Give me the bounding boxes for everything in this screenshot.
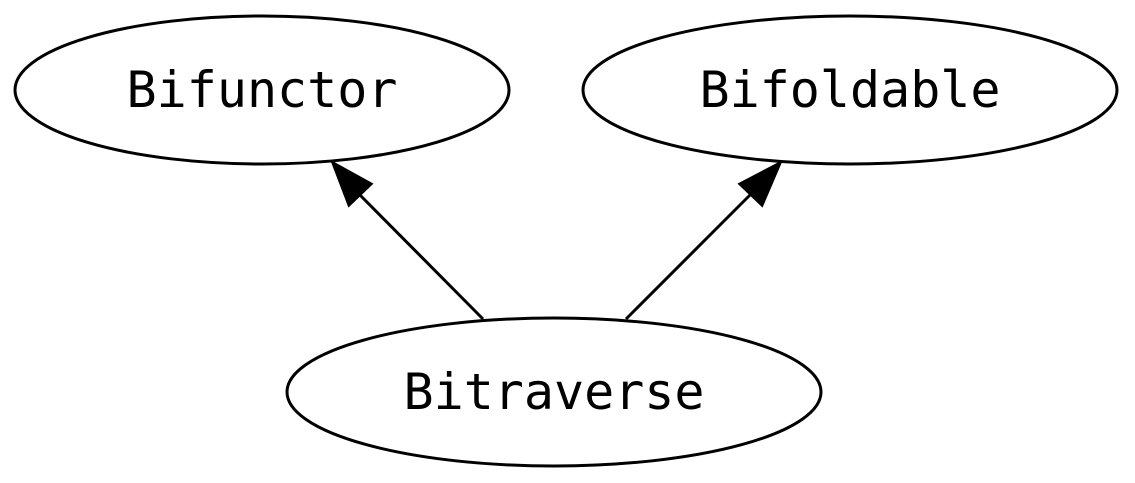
node-label: Bifoldable [699,61,1000,119]
arrowhead-icon [737,159,784,208]
edge-line [624,189,756,321]
node-label: Bitraverse [403,363,704,421]
node-ellipse [581,14,1119,166]
node-label: Bifunctor [127,61,398,119]
node-bifoldable: Bifoldable [581,14,1119,166]
node-ellipse [13,14,511,166]
edge-bitraverse-to-bifunctor [330,159,485,321]
edge-bitraverse-to-bifoldable [624,159,784,321]
node-ellipse [285,316,823,468]
node-bitraverse: Bitraverse [285,316,823,468]
edge-line [354,189,485,321]
node-bifunctor: Bifunctor [13,14,511,166]
arrowhead-icon [330,159,374,208]
